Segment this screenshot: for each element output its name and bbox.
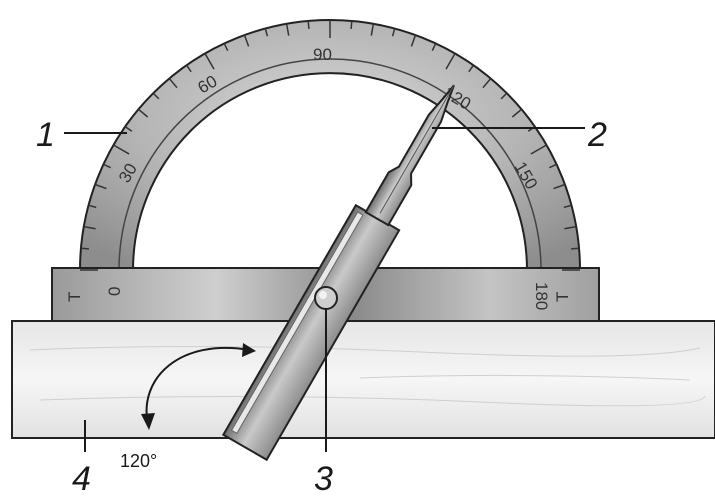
leader-lines [64, 127, 585, 452]
callout-4: 4 [72, 460, 91, 498]
protractor-inner-edge [118, 58, 542, 271]
scale-label-0: 0 [105, 287, 124, 296]
tick-mark [431, 43, 437, 52]
tick-mark [94, 183, 107, 190]
callout-3: 3 [314, 460, 333, 498]
angle-arc [145, 346, 251, 426]
tick-mark [370, 23, 375, 36]
angle-arrowhead-right [242, 343, 256, 357]
callout-2: 2 [587, 116, 607, 154]
tick-mark [185, 64, 192, 73]
tick-mark [113, 144, 130, 155]
pivot-screw [314, 286, 338, 310]
base-index-right: T [553, 292, 572, 302]
tick-mark [307, 20, 310, 29]
tick-mark [391, 28, 396, 37]
tick-mark [168, 78, 178, 89]
scale-label-90: 90 [313, 45, 332, 64]
tick-mark [553, 183, 566, 190]
wooden-board [11, 320, 715, 439]
tick-mark [571, 247, 580, 250]
pivot-screw-highlight [319, 291, 327, 299]
tick-mark [285, 23, 290, 36]
tick-mark [564, 225, 577, 230]
tick-mark [124, 125, 133, 132]
tick-mark [80, 247, 89, 250]
arm-pointer-line [379, 84, 455, 214]
angle-label: 120° [120, 451, 157, 471]
tick-mark [83, 225, 96, 230]
tick-mark [243, 34, 250, 47]
callout-1: 1 [36, 116, 55, 154]
tick-mark [563, 204, 572, 209]
tick-mark [410, 34, 417, 47]
tick-mark [204, 53, 215, 70]
tick-mark [264, 28, 269, 37]
tick-mark [482, 78, 492, 89]
tick-mark [152, 92, 160, 100]
angle-arrowhead-left [141, 413, 155, 430]
angle-indicator: 120° [120, 343, 256, 471]
wood-grain [29, 345, 706, 407]
tick-mark [138, 108, 149, 118]
arm-narrow-section [364, 84, 455, 227]
protractor-arm [221, 84, 455, 462]
tick-mark [511, 108, 522, 118]
tick-mark [350, 20, 353, 29]
tick-mark [500, 92, 508, 100]
protractor-arc [78, 19, 582, 271]
base-index-left: T [65, 292, 84, 302]
tick-mark [88, 204, 97, 209]
arm-wide-edge [230, 211, 364, 434]
tick-mark [548, 163, 557, 169]
tick-mark [530, 144, 547, 155]
tick-mark [103, 163, 112, 169]
protractor-tick-marks [80, 20, 580, 271]
tick-mark [445, 53, 456, 70]
scale-label-180: 180 [532, 282, 551, 310]
tick-mark [468, 64, 475, 73]
tick-mark [223, 43, 229, 52]
